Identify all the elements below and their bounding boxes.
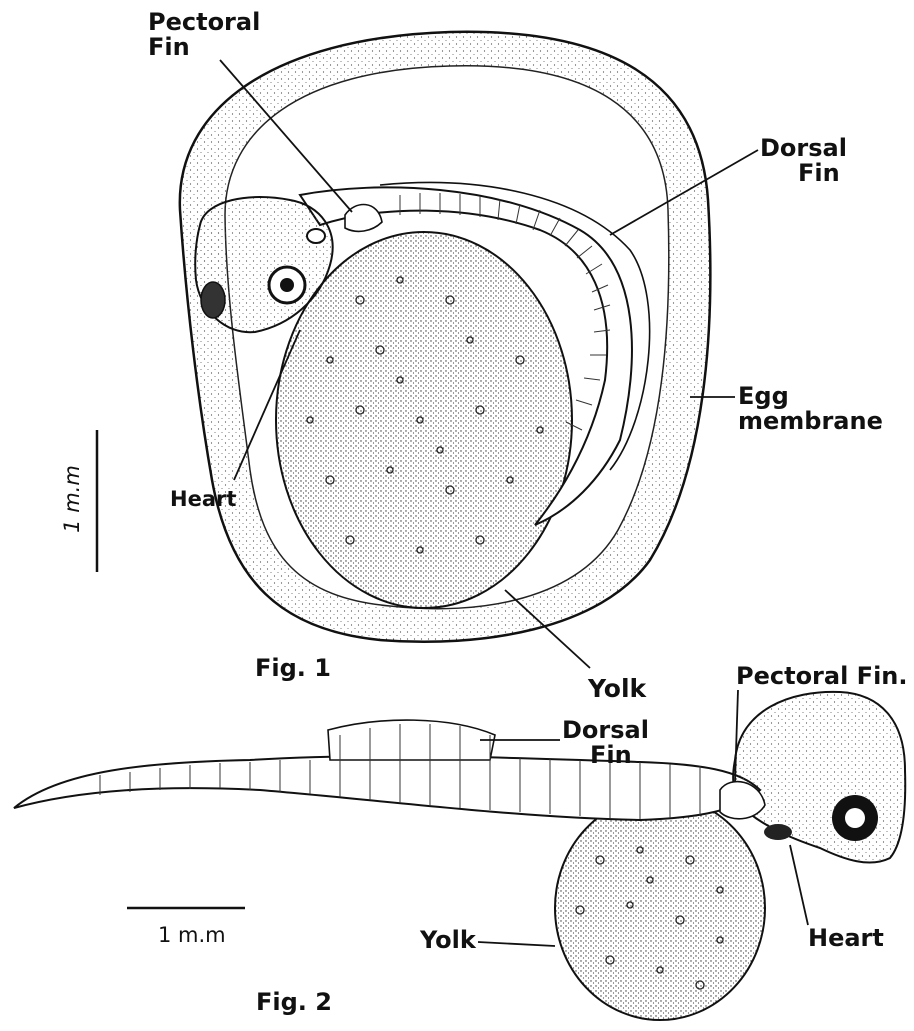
label-yolk-fig2: Yolk — [420, 928, 476, 953]
caption-fig2: Fig. 2 — [256, 990, 332, 1015]
label-yolk-fig1: Yolk — [588, 676, 646, 702]
label-heart-fig1: Heart — [170, 488, 236, 510]
label-pectoral-fin-fig2: Pectoral Fin. — [736, 664, 908, 689]
label-dorsal-fin-fig1-line2: Fin — [760, 161, 847, 186]
dorsal-fin-fig2 — [328, 720, 495, 760]
heart-region-fig1 — [201, 282, 225, 318]
label-dorsal-fin-fig1-line1: Dorsal — [760, 136, 847, 161]
label-egg-membrane-fig1-line1: Egg — [738, 384, 883, 409]
yolk-fig2 — [555, 796, 765, 1020]
label-pectoral-fin-fig1: Pectoral Fin — [148, 10, 260, 60]
label-scale-bar-fig2: 1 m.m — [158, 924, 226, 946]
heart-region-fig2 — [764, 824, 792, 840]
label-scale-bar-fig1: 1 m.m — [61, 465, 83, 533]
figure-1 — [97, 32, 758, 668]
label-dorsal-fin-fig2-line2: Fin — [562, 743, 649, 768]
label-pectoral-fin-fig1-line1: Pectoral — [148, 10, 260, 35]
eye-highlight-fig2 — [845, 808, 865, 828]
label-dorsal-fin-fig2-line1: Dorsal — [562, 718, 649, 743]
larva-head-fig2 — [733, 692, 905, 863]
label-dorsal-fin-fig1: Dorsal Fin — [760, 136, 847, 186]
label-egg-membrane-fig1: Egg membrane — [738, 384, 883, 434]
eye-pupil-fig1 — [280, 278, 294, 292]
caption-fig1: Fig. 1 — [255, 656, 331, 681]
figure-2 — [14, 690, 905, 1020]
label-heart-fig2: Heart — [808, 926, 884, 951]
label-egg-membrane-fig1-line2: membrane — [738, 409, 883, 434]
label-dorsal-fin-fig2: Dorsal Fin — [562, 718, 649, 768]
otic-vesicle-fig1 — [307, 229, 325, 243]
label-pectoral-fin-fig1-line2: Fin — [148, 35, 260, 60]
